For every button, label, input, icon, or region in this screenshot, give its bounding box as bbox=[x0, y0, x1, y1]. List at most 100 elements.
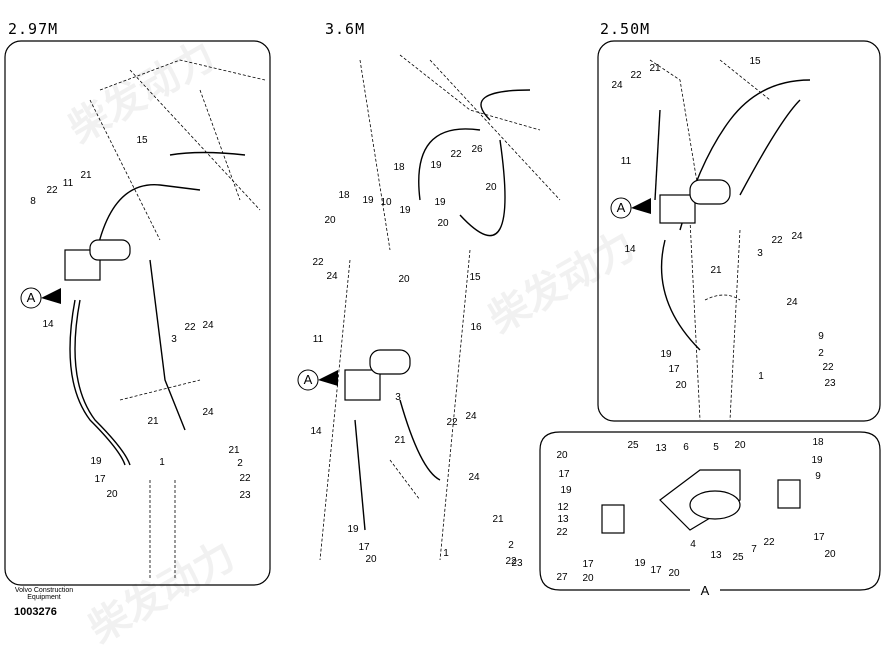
detail-part-label: 17 bbox=[813, 532, 825, 543]
detail-frame bbox=[539, 431, 881, 591]
part-label: 15 bbox=[469, 272, 481, 283]
part-label: 22 bbox=[239, 473, 251, 484]
part-label: 1 bbox=[159, 457, 165, 468]
part-label: 26 bbox=[471, 144, 483, 155]
part-label: 24 bbox=[786, 297, 798, 308]
part-label: 24 bbox=[468, 472, 480, 483]
part-label: 3 bbox=[757, 248, 763, 259]
detail-part-label: 17 bbox=[558, 469, 570, 480]
detail-part-label: 13 bbox=[655, 443, 667, 454]
part-label: 22 bbox=[822, 362, 834, 373]
detail-part-label: 4 bbox=[690, 539, 696, 550]
view-frame-3 bbox=[597, 40, 881, 422]
part-label: 15 bbox=[749, 56, 761, 67]
part-label: 23 bbox=[239, 490, 251, 501]
detail-part-label: 27 bbox=[556, 572, 568, 583]
part-label: 21 bbox=[80, 170, 92, 181]
drawing-number: 1003276 bbox=[14, 606, 57, 618]
part-label: 2 bbox=[237, 458, 243, 469]
part-label: 24 bbox=[611, 80, 623, 91]
part-label: 18 bbox=[393, 162, 405, 173]
detail-part-label: 17 bbox=[582, 559, 594, 570]
view-title-2: 3.6M bbox=[325, 20, 366, 38]
view-frame-1 bbox=[4, 40, 271, 586]
part-label: 19 bbox=[430, 160, 442, 171]
callout-markers: A A A A bbox=[20, 197, 710, 598]
part-label: 8 bbox=[30, 196, 36, 207]
manifold-blocks bbox=[64, 179, 801, 534]
part-label: 21 bbox=[649, 63, 661, 74]
part-label: 22 bbox=[312, 257, 324, 268]
part-label: 21 bbox=[710, 265, 722, 276]
part-label: 22 bbox=[630, 70, 642, 81]
part-label: 19 bbox=[399, 205, 411, 216]
detail-part-label: 19 bbox=[634, 558, 646, 569]
part-label: 3 bbox=[171, 334, 177, 345]
part-label: 22 bbox=[46, 185, 58, 196]
detail-part-label: 5 bbox=[713, 442, 719, 453]
detail-part-label: 13 bbox=[557, 514, 569, 525]
part-label: 20 bbox=[324, 215, 336, 226]
detail-part-label: 9 bbox=[815, 471, 821, 482]
detail-part-label: 22 bbox=[556, 527, 568, 538]
detail-part-label: 7 bbox=[751, 544, 757, 555]
part-label: 22 bbox=[450, 149, 462, 160]
machine-outline bbox=[89, 54, 771, 580]
detail-part-label: 17 bbox=[650, 565, 662, 576]
part-label: 20 bbox=[106, 489, 118, 500]
detail-part-label: 20 bbox=[582, 573, 594, 584]
part-label: 21 bbox=[147, 416, 159, 427]
part-label: 14 bbox=[310, 426, 322, 437]
part-label: 21 bbox=[394, 435, 406, 446]
detail-part-label: 20 bbox=[668, 568, 680, 579]
part-label: 22 bbox=[184, 322, 196, 333]
part-label: 24 bbox=[202, 320, 214, 331]
callout-label: A bbox=[304, 372, 313, 387]
part-label: 11 bbox=[621, 156, 632, 167]
detail-part-label: 19 bbox=[811, 455, 823, 466]
part-label: 24 bbox=[202, 407, 214, 418]
part-label: 10 bbox=[380, 197, 392, 208]
detail-part-label: 25 bbox=[627, 440, 639, 451]
part-label: 24 bbox=[791, 231, 803, 242]
part-label: 21 bbox=[228, 445, 240, 456]
part-label: 23 bbox=[511, 558, 523, 569]
detail-part-label: 20 bbox=[556, 450, 568, 461]
part-label: 19 bbox=[347, 524, 359, 535]
detail-part-label: 6 bbox=[683, 442, 689, 453]
part-label: 3 bbox=[395, 392, 401, 403]
part-label: 2 bbox=[508, 540, 514, 551]
part-label: 1 bbox=[758, 371, 764, 382]
part-label: 22 bbox=[446, 417, 458, 428]
detail-part-label: 20 bbox=[824, 549, 836, 560]
part-label: 11 bbox=[313, 334, 324, 345]
arrow-icon bbox=[41, 288, 61, 304]
callout-label: A bbox=[27, 290, 36, 305]
part-label: 20 bbox=[485, 182, 497, 193]
part-label: 11 bbox=[63, 178, 74, 189]
part-label: 20 bbox=[365, 554, 377, 565]
hoses bbox=[69, 79, 811, 531]
detail-title: A bbox=[701, 583, 710, 598]
part-label: 1 bbox=[443, 548, 449, 559]
part-label: 14 bbox=[42, 319, 54, 330]
callout-label: A bbox=[617, 200, 626, 215]
part-label: 18 bbox=[338, 190, 350, 201]
detail-part-label: 12 bbox=[557, 502, 569, 513]
part-label: 24 bbox=[326, 271, 338, 282]
company-name: Volvo Construction Equipment bbox=[14, 587, 74, 601]
part-label: 19 bbox=[90, 456, 102, 467]
part-label: 17 bbox=[94, 474, 106, 485]
part-label: 24 bbox=[465, 411, 477, 422]
part-label: 20 bbox=[437, 218, 449, 229]
part-label: 2 bbox=[818, 348, 824, 359]
part-label: 19 bbox=[434, 197, 446, 208]
detail-part-label: 22 bbox=[763, 537, 775, 548]
detail-part-label: 19 bbox=[560, 485, 572, 496]
part-label: 20 bbox=[675, 380, 687, 391]
part-label: 9 bbox=[818, 331, 824, 342]
detail-part-label: 20 bbox=[734, 440, 746, 451]
arrow-icon bbox=[631, 198, 651, 214]
